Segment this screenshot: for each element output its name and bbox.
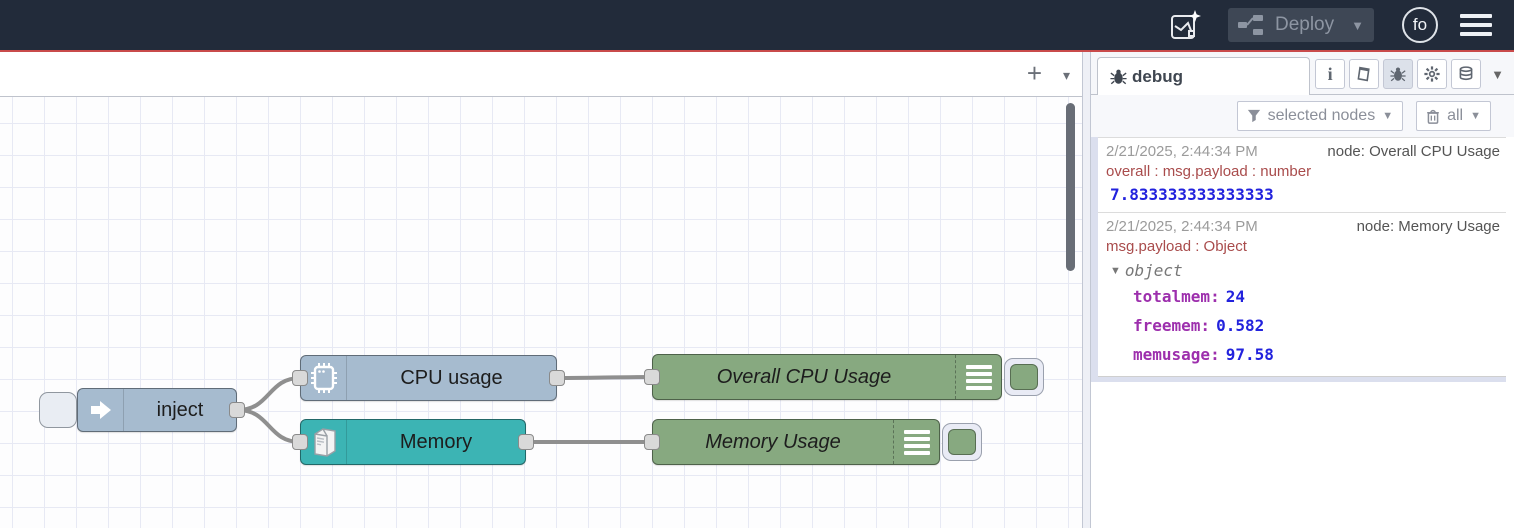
sidebar-tabs-caret[interactable]: ▼ bbox=[1491, 66, 1504, 82]
database-icon bbox=[1459, 66, 1473, 81]
object-row: memusage: 97.58 bbox=[1106, 340, 1500, 369]
filter-label: selected nodes bbox=[1267, 107, 1376, 124]
bug-icon bbox=[1110, 69, 1127, 85]
message-source-node[interactable]: node: Overall CPU Usage bbox=[1327, 143, 1500, 160]
deploy-button[interactable]: Deploy ▼ bbox=[1228, 8, 1374, 42]
message-property: msg.payload : Object bbox=[1106, 238, 1247, 255]
debug-clear-button[interactable]: all ▼ bbox=[1416, 101, 1491, 131]
sidebar-debug-button[interactable] bbox=[1383, 59, 1414, 89]
sidebar-config-button[interactable] bbox=[1417, 59, 1448, 89]
debug-message[interactable]: 2/21/2025, 2:44:34 PM node: Overall CPU … bbox=[1098, 137, 1506, 212]
node-label: Overall CPU Usage bbox=[716, 365, 892, 388]
clear-caret: ▼ bbox=[1470, 110, 1481, 122]
object-row: freemem: 0.582 bbox=[1106, 311, 1500, 340]
debug-enable-toggle[interactable] bbox=[1004, 358, 1044, 396]
trash-icon bbox=[1427, 109, 1439, 124]
message-value: 7.833333333333333 bbox=[1110, 185, 1274, 204]
message-timestamp: 2/21/2025, 2:44:34 PM bbox=[1106, 218, 1258, 235]
sidebar-context-button[interactable] bbox=[1451, 59, 1482, 89]
cpu-chip-icon bbox=[301, 356, 347, 400]
deploy-icon bbox=[1238, 15, 1263, 35]
tab-debug-label: debug bbox=[1132, 66, 1183, 86]
message-property: overall : msg.payload : number bbox=[1106, 163, 1312, 180]
gear-icon bbox=[1424, 66, 1440, 82]
chart-sparkle-icon bbox=[1171, 10, 1201, 39]
node-label: inject bbox=[156, 398, 204, 421]
message-source-node[interactable]: node: Memory Usage bbox=[1356, 218, 1500, 235]
deploy-options-caret[interactable]: ▼ bbox=[1351, 17, 1364, 33]
node-label: Memory bbox=[399, 430, 473, 453]
avatar-initials: fo bbox=[1412, 15, 1428, 34]
node-label: CPU usage bbox=[400, 366, 503, 389]
flow-canvas[interactable]: inject CPU bbox=[0, 97, 1082, 528]
flow-list-caret[interactable]: ▾ bbox=[1062, 67, 1070, 83]
header-accent-line bbox=[0, 50, 1514, 52]
collapse-caret-icon: ▼ bbox=[1110, 264, 1121, 277]
sidebar-splitter[interactable] bbox=[1082, 52, 1091, 528]
info-icon: i bbox=[1327, 63, 1333, 84]
object-expander[interactable]: ▼ object bbox=[1106, 257, 1500, 282]
inject-trigger-button[interactable] bbox=[39, 392, 77, 428]
filter-icon bbox=[1247, 109, 1260, 123]
object-key: totalmem: bbox=[1133, 287, 1220, 306]
tab-debug[interactable]: debug bbox=[1097, 57, 1310, 95]
object-key: freemem: bbox=[1133, 316, 1211, 335]
node-label: Memory Usage bbox=[705, 430, 841, 453]
debug-filter-button[interactable]: selected nodes ▼ bbox=[1236, 101, 1404, 131]
sidebar-help-button[interactable] bbox=[1349, 59, 1380, 89]
cpu-output-port[interactable] bbox=[549, 370, 565, 386]
object-row: totalmem: 24 bbox=[1106, 282, 1500, 311]
object-value: 0.582 bbox=[1216, 316, 1265, 335]
debug-cpu-input-port[interactable] bbox=[644, 369, 660, 385]
node-debug-memory[interactable]: Memory Usage bbox=[652, 419, 940, 465]
book-icon bbox=[1357, 66, 1370, 82]
wires-layer bbox=[236, 375, 654, 445]
wire-inject-cpu[interactable] bbox=[236, 376, 302, 412]
user-avatar[interactable]: fo bbox=[1402, 7, 1438, 43]
flow-tab-bar: + ▾ bbox=[0, 52, 1082, 97]
node-debug-overall-cpu[interactable]: Overall CPU Usage bbox=[652, 354, 1002, 400]
deploy-label: Deploy bbox=[1274, 14, 1335, 35]
sidebar: debug i bbox=[1091, 52, 1514, 528]
node-inject[interactable]: inject bbox=[77, 388, 237, 432]
sidebar-info-button[interactable]: i bbox=[1315, 59, 1346, 89]
memory-input-port[interactable] bbox=[292, 434, 308, 450]
debug-memory-input-port[interactable] bbox=[644, 434, 660, 450]
filter-caret: ▼ bbox=[1382, 110, 1394, 122]
object-type-label: object bbox=[1124, 261, 1183, 280]
main-menu-icon[interactable] bbox=[1460, 14, 1492, 36]
node-memory[interactable]: Memory bbox=[300, 419, 526, 465]
debug-console-icon bbox=[893, 420, 939, 464]
memory-output-port[interactable] bbox=[518, 434, 534, 450]
debug-console-icon bbox=[955, 355, 1001, 399]
debug-toolbar: selected nodes ▼ all ▼ bbox=[1091, 95, 1514, 137]
cpu-input-port[interactable] bbox=[292, 370, 308, 386]
object-value: 97.58 bbox=[1225, 345, 1274, 364]
debug-message[interactable]: 2/21/2025, 2:44:34 PM node: Memory Usage… bbox=[1098, 212, 1506, 377]
node-cpu-usage[interactable]: CPU usage bbox=[300, 355, 557, 401]
clear-label: all bbox=[1447, 107, 1464, 124]
debug-message-list: 2/21/2025, 2:44:34 PM node: Overall CPU … bbox=[1091, 137, 1506, 382]
wire-inject-memory[interactable] bbox=[236, 408, 302, 444]
debug-enable-toggle[interactable] bbox=[942, 423, 982, 461]
object-value: 24 bbox=[1225, 287, 1245, 306]
inject-output-port[interactable] bbox=[229, 402, 245, 418]
header-bar: Deploy ▼ fo bbox=[0, 0, 1514, 50]
object-key: memusage: bbox=[1133, 345, 1220, 364]
server-icon bbox=[301, 420, 347, 464]
bug-icon bbox=[1390, 67, 1406, 82]
message-timestamp: 2/21/2025, 2:44:34 PM bbox=[1106, 143, 1258, 160]
add-flow-button[interactable]: + bbox=[1026, 58, 1042, 88]
canvas-vertical-scrollbar[interactable] bbox=[1066, 103, 1075, 271]
inject-arrow-icon bbox=[78, 389, 124, 431]
wire-cpu-debug[interactable] bbox=[555, 375, 654, 380]
sidebar-tab-row: debug i bbox=[1091, 52, 1514, 95]
export-flow-icon[interactable] bbox=[1168, 7, 1204, 43]
